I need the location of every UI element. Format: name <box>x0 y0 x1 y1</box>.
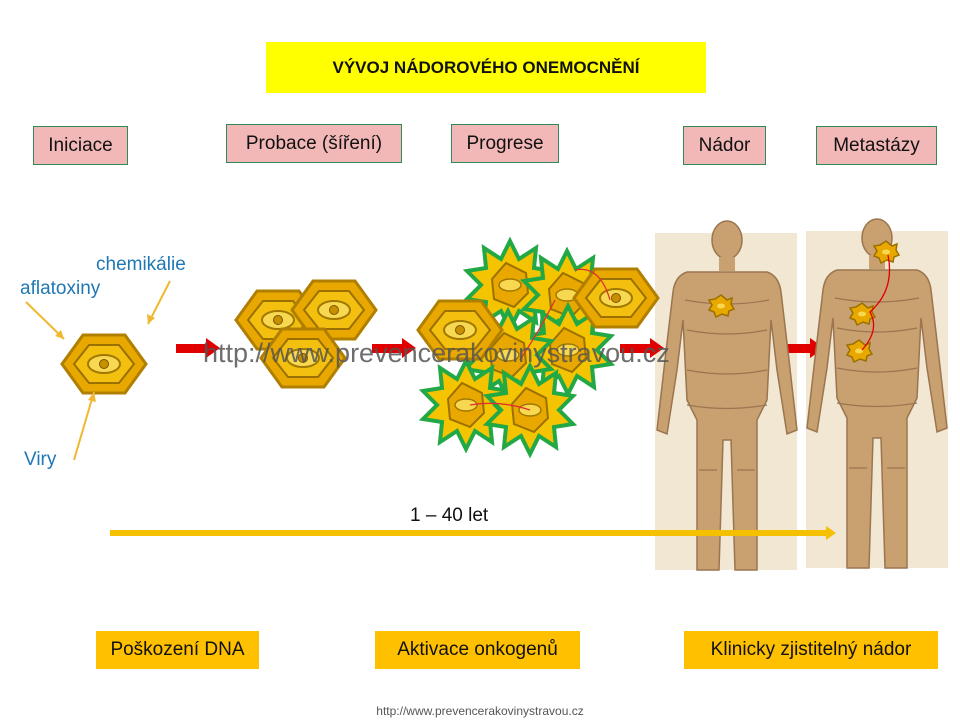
outcome-clinical-tumor: Klinicky zjistitelný nádor <box>684 631 938 669</box>
stage-progression: Progrese <box>451 124 559 163</box>
human-figure-tumor <box>656 220 798 571</box>
stage-promotion: Probace (šíření) <box>226 124 402 163</box>
label-aflatoxins: aflatoxiny <box>20 278 101 299</box>
label-chemicals: chemikálie <box>96 254 186 275</box>
stage-metastases: Metastázy <box>816 126 937 165</box>
timeline-label: 1 – 40 let <box>410 505 489 526</box>
stage-tumor: Nádor <box>683 126 766 165</box>
aflatoxins-arrow <box>25 301 65 340</box>
outcome-oncogene-activation: Aktivace onkogenů <box>375 631 580 669</box>
footer-url: http://www.prevencerakovinystravou.cz <box>376 704 584 718</box>
outcome-dna-damage: Poškození DNA <box>96 631 259 669</box>
viruses-arrow <box>73 391 95 461</box>
timeline-arrow <box>110 526 836 540</box>
initial-cell <box>60 333 148 395</box>
stage-arrow <box>176 338 220 358</box>
human-figure-metastases <box>806 218 948 569</box>
label-viruses: Viry <box>24 449 57 470</box>
stage-arrow <box>620 338 664 358</box>
diagram-title: VÝVOJ NÁDOROVÉHO ONEMOCNĚNÍ <box>266 42 706 93</box>
stage-arrow <box>372 338 416 358</box>
watermark: http://www.prevencerakovinystravou.cz <box>203 338 670 368</box>
stage-initiation: Iniciace <box>33 126 128 165</box>
